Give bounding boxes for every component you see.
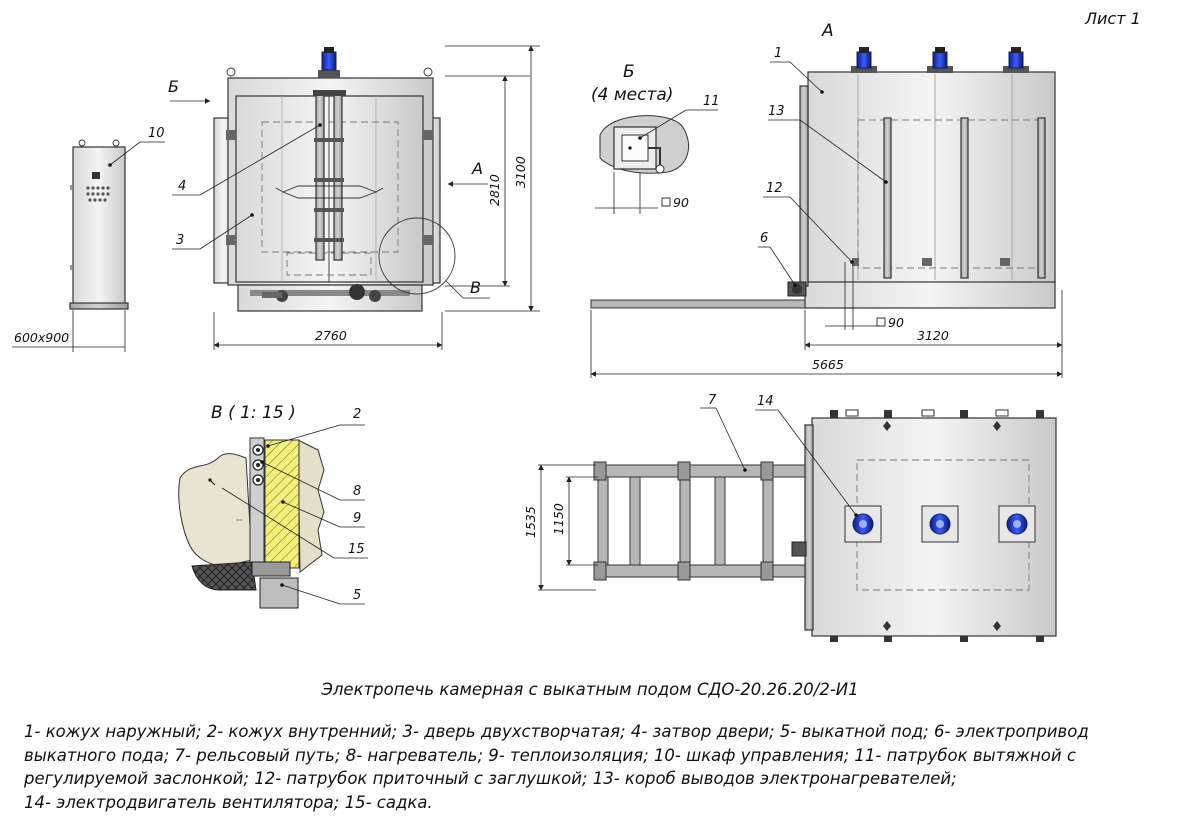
svg-text:10: 10: [148, 126, 165, 141]
callout-15: 15: [221, 487, 368, 559]
svg-text:3100: 3100: [513, 156, 528, 188]
callout-14: 14: [755, 394, 858, 517]
svg-text:90: 90: [888, 315, 904, 330]
callout-9: 9: [281, 500, 365, 528]
svg-text:8: 8: [353, 484, 361, 499]
svg-text:14: 14: [757, 394, 774, 409]
svg-text:В ( 1: 15 ): В ( 1: 15 ): [211, 403, 296, 423]
svg-text:А: А: [821, 21, 834, 41]
callout-6: 6: [758, 231, 797, 287]
svg-text:600x900: 600x900: [14, 330, 69, 345]
legend-line: выкатного пода; 7- рельсовый путь; 8- на…: [24, 745, 1076, 765]
side-view: А: [590, 21, 1056, 309]
control-cabinet: [69, 139, 129, 310]
svg-text:3: 3: [176, 233, 184, 248]
cabinet-dimension: 600x900: [12, 310, 126, 352]
callout-4: 4: [172, 123, 322, 196]
svg-text:1150: 1150: [551, 503, 566, 535]
svg-text:11: 11: [703, 94, 720, 109]
svg-text:1: 1: [774, 46, 782, 61]
svg-text:6: 6: [760, 231, 768, 246]
svg-text:12: 12: [766, 181, 783, 196]
svg-text:2: 2: [353, 407, 361, 422]
legend-line: 14- электродвигатель вентилятора; 15- са…: [24, 792, 433, 812]
plan-view: [593, 409, 1057, 642]
sheet-label: Лист 1: [1084, 9, 1141, 28]
drawing-title: Электропечь камерная с выкатным подом СД…: [321, 680, 859, 699]
callout-11: 11: [638, 94, 720, 140]
svg-text:Б: Б: [168, 77, 179, 96]
legend-line: 1- кожух наружный; 2- кожух внутренний; …: [24, 722, 1089, 741]
callout-12: 12: [763, 181, 854, 264]
callout-10: 10: [108, 126, 165, 167]
svg-text:2810: 2810: [487, 174, 502, 206]
view-b-title: Б (4 места): [591, 62, 673, 105]
callout-5: 5: [280, 583, 365, 605]
svg-text:90: 90: [673, 195, 689, 210]
detail-circle-v: В: [378, 217, 490, 299]
svg-text:7: 7: [708, 393, 717, 408]
svg-text:1535: 1535: [523, 506, 538, 538]
legend-line: регулируемой заслонкой; 12- патрубок при…: [24, 769, 957, 788]
svg-text:3120: 3120: [917, 328, 949, 343]
svg-text:В: В: [470, 278, 481, 297]
callout-2: 2: [266, 407, 365, 448]
svg-text:15: 15: [348, 542, 365, 557]
detail-v: В ( 1: 15 ): [178, 403, 325, 609]
svg-text:13: 13: [768, 104, 785, 119]
svg-text:4: 4: [178, 179, 186, 194]
svg-text:2760: 2760: [315, 328, 347, 343]
front-dimensions: 2760 2810 3100: [213, 45, 540, 350]
svg-text:А: А: [471, 159, 483, 178]
callout-1: 1: [770, 46, 824, 94]
svg-text:5665: 5665: [812, 357, 844, 372]
callout-13: 13: [768, 104, 888, 184]
front-view: [213, 47, 441, 312]
view-arrow-a: А: [447, 159, 488, 187]
legend: 1- кожух наружный; 2- кожух внутренний; …: [24, 720, 1174, 814]
exhaust-pipe-detail: 90: [595, 115, 690, 214]
plan-dimensions: 1535 1150: [523, 464, 598, 591]
callout-8: 8: [260, 460, 365, 501]
side-dimensions: 90 3120 5665: [590, 262, 1063, 378]
callout-7: 7: [700, 393, 747, 472]
svg-text:9: 9: [353, 511, 361, 526]
svg-text:5: 5: [353, 588, 361, 603]
callout-3: 3: [172, 213, 254, 250]
svg-text:Б: Б: [623, 62, 635, 82]
view-arrow-b: Б: [168, 77, 211, 104]
svg-text:(4 места): (4 места): [591, 85, 673, 105]
